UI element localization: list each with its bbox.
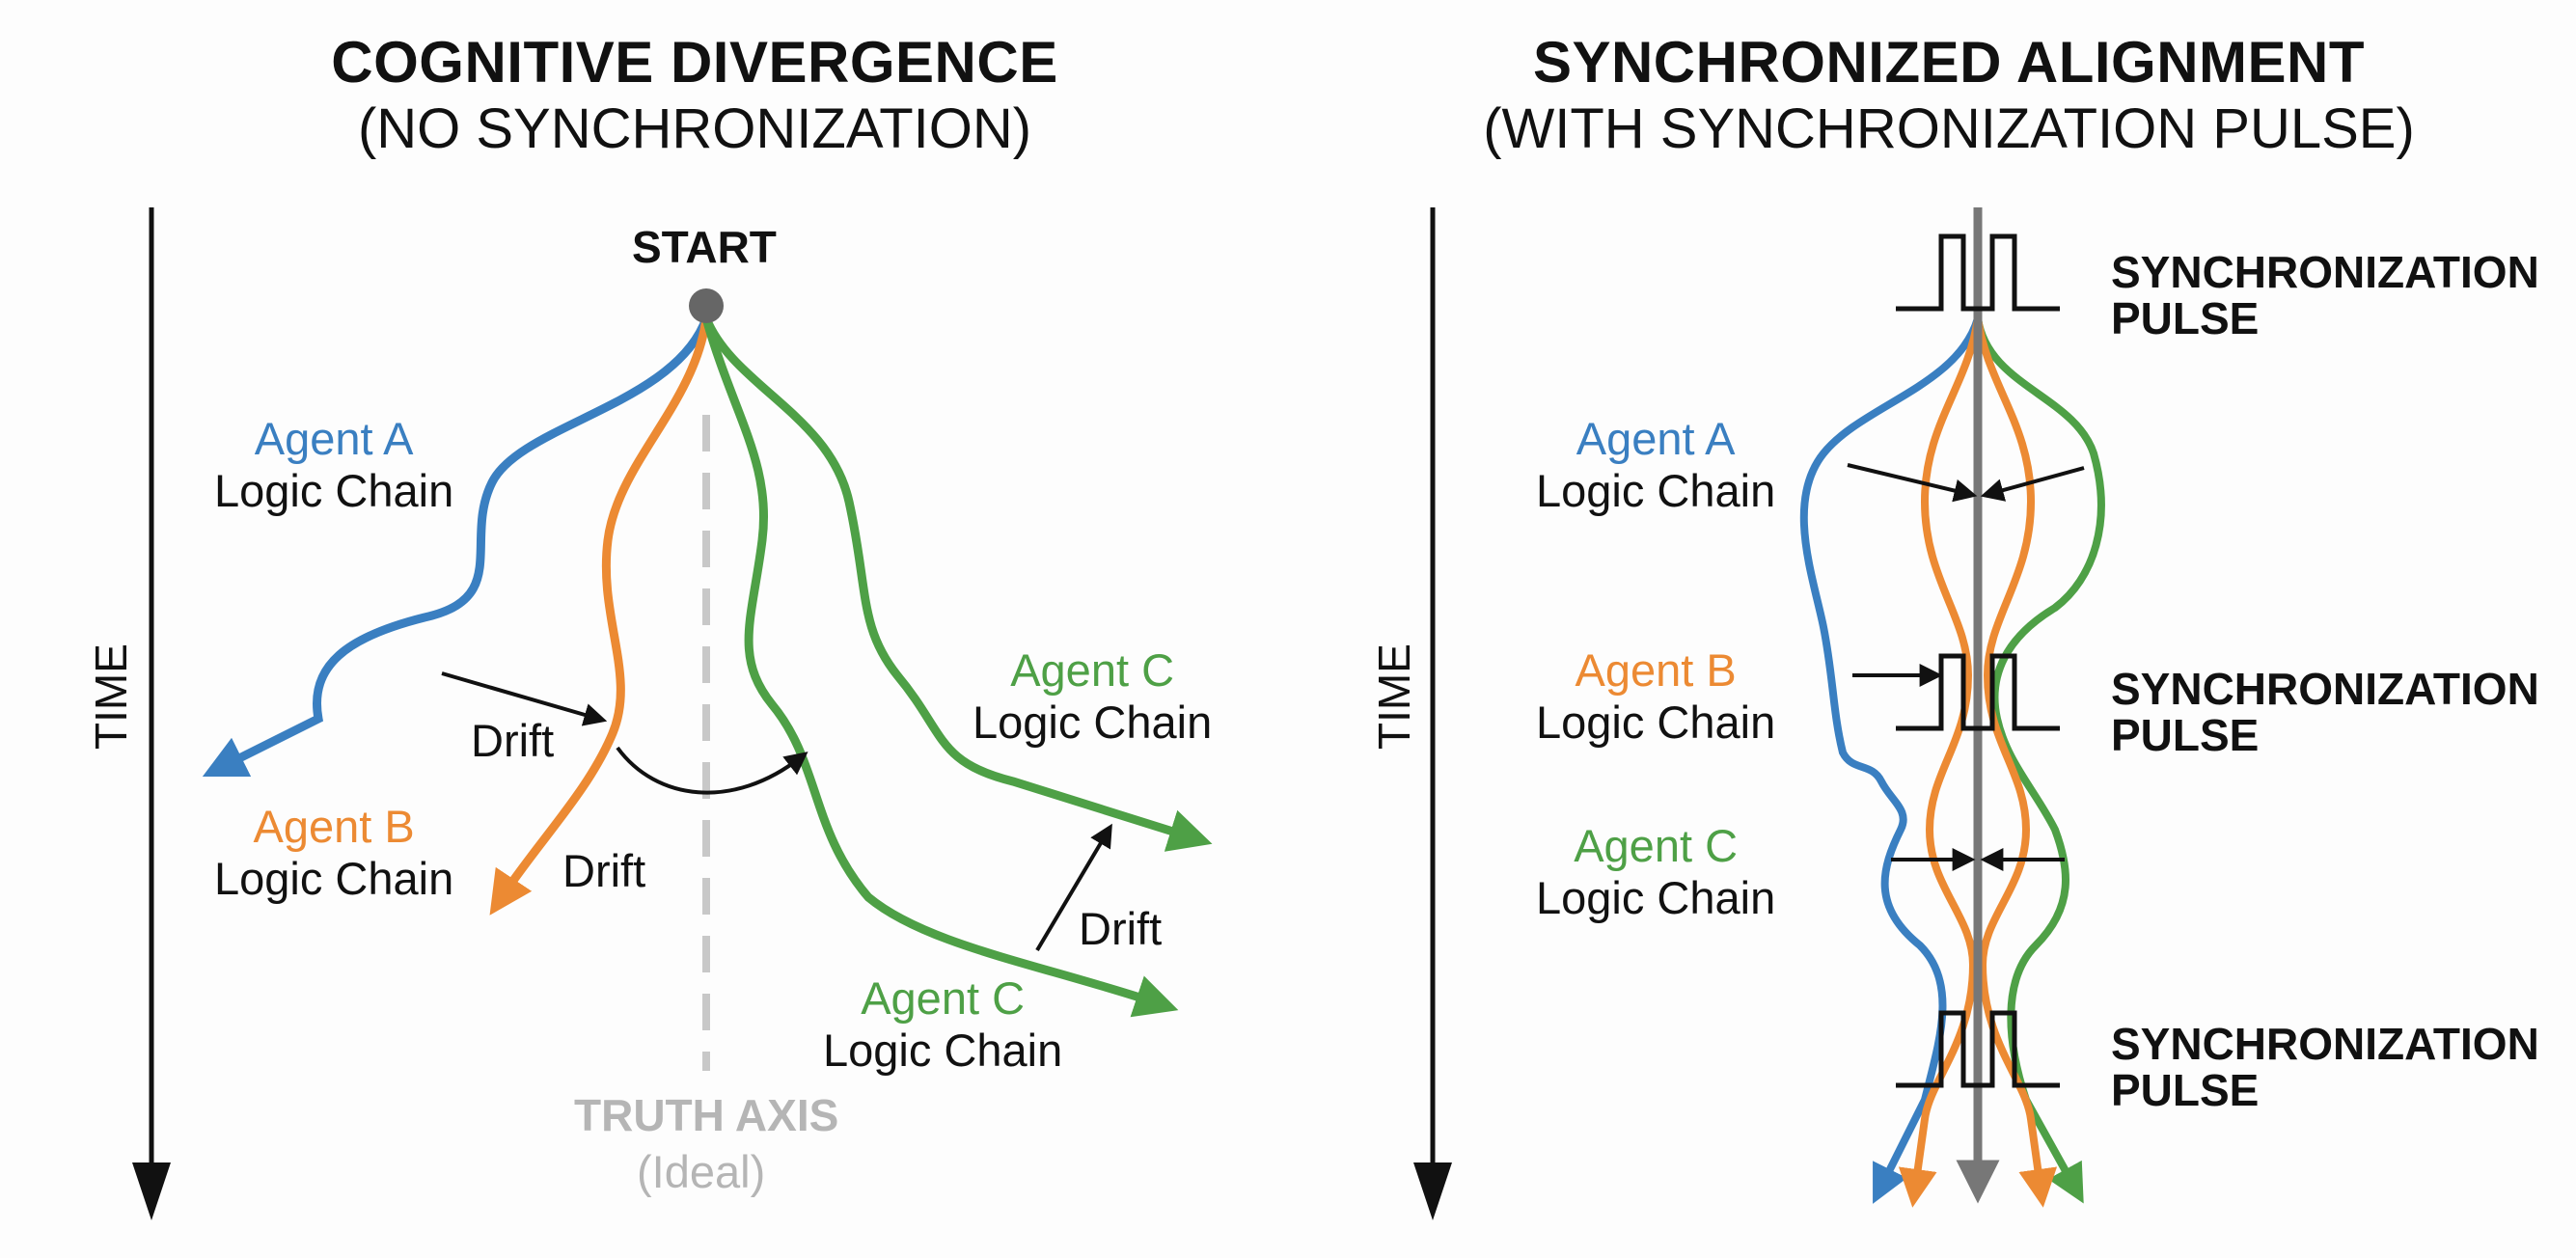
pulse-label-1-line2: PULSE [2111,293,2260,343]
agent-b-name-left: Agent B [253,801,415,852]
left-time-label: TIME [85,643,136,750]
drift-arrow-a-to-b [441,671,608,726]
converge-arrow-top-left [1847,463,1978,503]
agent-b-chain-right: Logic Chain [1536,697,1776,748]
pulse-label-2: SYNCHRONIZATION PULSE [2111,666,2539,758]
agent-b-label-left: Agent B Logic Chain [214,801,453,905]
agent-a-chain-right: Logic Chain [1536,465,1776,516]
agent-c-upper-label-left: Agent C Logic Chain [973,644,1212,749]
drift-arrow-b-to-c [616,746,808,795]
truth-axis-sublabel: (Ideal) [637,1146,766,1197]
agent-c-label-right: Agent C Logic Chain [1536,820,1775,924]
agent-b-label-right: Agent B Logic Chain [1536,644,1775,749]
left-panel-title: COGNITIVE DIVERGENCE [331,30,1058,95]
drift-label-1: Drift [471,715,555,766]
left-panel-subtitle: (NO SYNCHRONIZATION) [357,97,1032,160]
agent-a-path-left [202,314,711,778]
agent-a-chain-left: Logic Chain [214,465,454,516]
agent-c-lower-chain-left: Logic Chain [823,1025,1063,1076]
drift-arrow-c-lower-to-upper [1035,823,1112,952]
agent-c-lower-label-left: Agent C Logic Chain [823,972,1062,1077]
agent-c-lower-name-left: Agent C [861,972,1026,1024]
agent-b-name-right: Agent B [1575,644,1737,696]
right-time-label: TIME [1368,643,1419,750]
right-panel-title: SYNCHRONIZED ALIGNMENT [1532,30,2366,95]
agent-a-name-left: Agent A [254,413,414,464]
pulse-label-1: SYNCHRONIZATION PULSE [2111,249,2539,342]
converge-arrow-top-right [1980,466,2085,502]
start-label: START [632,222,777,272]
drift-label-3: Drift [1079,903,1163,954]
agent-a-label-right: Agent A Logic Chain [1536,413,1775,517]
pulse-symbol-2 [1896,653,2060,731]
agent-a-path-right [1799,314,1982,1204]
agent-b-path-right-right [1974,314,2058,1208]
agent-a-name-right: Agent A [1576,413,1736,464]
pulse-label-3-line2: PULSE [2111,1065,2260,1115]
agent-c-upper-chain-left: Logic Chain [973,697,1213,748]
agent-b-path-left [489,314,711,916]
agent-b-path-right-left [1898,314,1982,1208]
drift-label-2: Drift [562,845,646,896]
agent-c-chain-right: Logic Chain [1536,872,1776,923]
pulse-label-2-line1: SYNCHRONIZATION [2111,664,2539,714]
pulse-label-1-line1: SYNCHRONIZATION [2111,247,2539,297]
pulse-symbol-1 [1896,233,2060,312]
agent-c-upper-path-left [701,314,1213,852]
agent-c-path-right [1974,314,2105,1204]
agent-c-name-right: Agent C [1574,820,1739,871]
start-dot [689,288,724,323]
pulse-symbol-3 [1896,1010,2060,1088]
agent-a-label-left: Agent A Logic Chain [214,413,453,517]
agent-c-upper-name-left: Agent C [1010,644,1175,696]
left-time-arrow [132,207,171,1220]
pulse-label-3: SYNCHRONIZATION PULSE [2111,1021,2539,1113]
agent-c-lower-path-left [701,314,1179,1018]
pulse-label-2-line2: PULSE [2111,710,2260,760]
pulse-label-3-line1: SYNCHRONIZATION [2111,1019,2539,1069]
agent-b-chain-left: Logic Chain [214,853,454,904]
truth-axis-label: TRUTH AXIS [574,1090,839,1140]
right-panel-subtitle: (WITH SYNCHRONIZATION PULSE) [1483,97,2415,160]
right-time-arrow [1413,207,1452,1220]
